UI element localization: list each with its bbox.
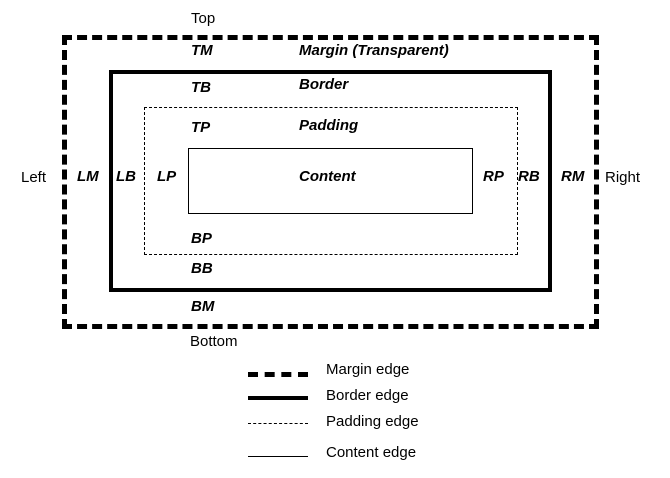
legend-label-padding: Padding edge [326, 413, 419, 430]
padding-top-label: TP [191, 119, 211, 136]
margin-top-label: TM [191, 42, 213, 59]
content-edge [188, 148, 473, 214]
legend-label-content: Content edge [326, 444, 417, 461]
side-label-top: Top [191, 10, 216, 27]
padding-edge [144, 107, 518, 255]
border-right-label: RB [518, 168, 540, 185]
padding-left-label: LP [157, 168, 177, 185]
border-title: Border [299, 76, 349, 93]
border-edge [109, 70, 552, 292]
margin-right-label: RM [561, 168, 585, 185]
side-label-right: Right [605, 169, 641, 186]
legend-swatch-margin [248, 372, 308, 377]
legend-label-border: Border edge [326, 387, 409, 404]
padding-bottom-label: BP [191, 230, 212, 247]
side-label-left: Left [21, 169, 47, 186]
legend-swatch-content [248, 456, 308, 457]
padding-title: Padding [299, 117, 359, 134]
margin-left-label: LM [77, 168, 99, 185]
legend-swatch-border [248, 396, 308, 400]
content-title: Content [299, 168, 356, 185]
padding-right-label: RP [483, 168, 504, 185]
margin-edge [62, 35, 599, 329]
margin-bottom-label: BM [191, 298, 215, 315]
border-left-label: LB [116, 168, 136, 185]
border-bottom-label: BB [191, 260, 213, 277]
margin-title: Margin (Transparent) [299, 42, 449, 59]
legend-label-margin: Margin edge [326, 361, 410, 378]
side-label-bottom: Bottom [190, 333, 238, 350]
legend-swatch-padding [248, 423, 308, 424]
border-top-label: TB [191, 79, 211, 96]
